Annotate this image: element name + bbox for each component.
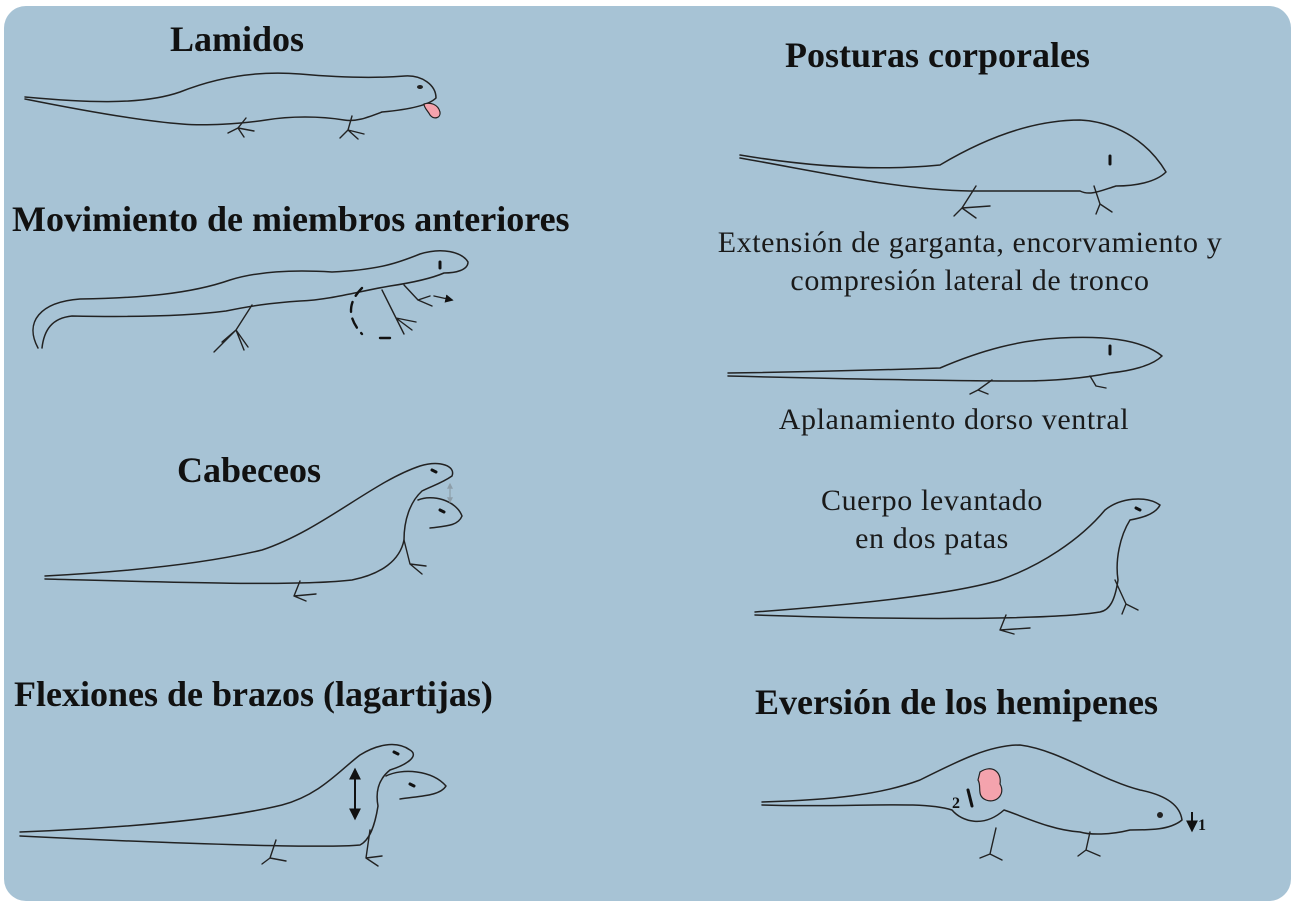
eye-mark [392, 750, 400, 756]
lizard-licking [24, 72, 441, 140]
lizard-bipedal-posture [754, 498, 1161, 635]
head-lowered [385, 770, 447, 800]
marker-1: 1 [1198, 817, 1206, 834]
lizard-push-ups [19, 743, 447, 867]
eye-icon [417, 85, 423, 89]
caption-cuerpo-line1: Cuerpo levantado [820, 484, 1044, 517]
eye-mark [430, 468, 438, 474]
eye-mark-lowered [408, 782, 416, 788]
lizard-head-bobbing [44, 462, 463, 602]
lizard-throat-extension [739, 119, 1167, 219]
motion-arrow [433, 294, 454, 303]
eye-mark [1134, 506, 1142, 512]
arrow-2-mark [966, 788, 974, 808]
heading-eversion: Eversión de los hemipenes [755, 682, 1159, 722]
motion-arc [349, 286, 364, 336]
caption-cuerpo-line2: en dos patas [855, 522, 1009, 555]
caption-extension-line2: compresión lateral de tronco [790, 264, 1150, 297]
caption-aplanamiento: Aplanamiento dorso ventral [778, 403, 1130, 436]
heading-cabeceos: Cabeceos [177, 450, 321, 490]
caption-extension-line1: Extensión de garganta, encorvamiento y [717, 226, 1223, 259]
hemipenes-highlight [977, 768, 1003, 802]
heading-posturas: Posturas corporales [785, 35, 1090, 75]
tongue [423, 102, 441, 119]
marker-2: 2 [952, 795, 960, 812]
heading-lamidos: Lamidos [170, 19, 305, 59]
eye-icon [1157, 812, 1163, 818]
diagram-panel [4, 6, 1291, 901]
lizard-hemipenes-eversion: 2 1 [761, 744, 1206, 861]
head-lowered [417, 496, 463, 529]
lizard-forelimb-movement [32, 250, 469, 353]
lizard-flattening [727, 336, 1163, 395]
heading-flexiones: Flexiones de brazos (lagartijas) [14, 674, 493, 714]
eye-mark-lowered [438, 508, 446, 514]
heading-movimiento: Movimiento de miembros anteriores [12, 199, 570, 239]
